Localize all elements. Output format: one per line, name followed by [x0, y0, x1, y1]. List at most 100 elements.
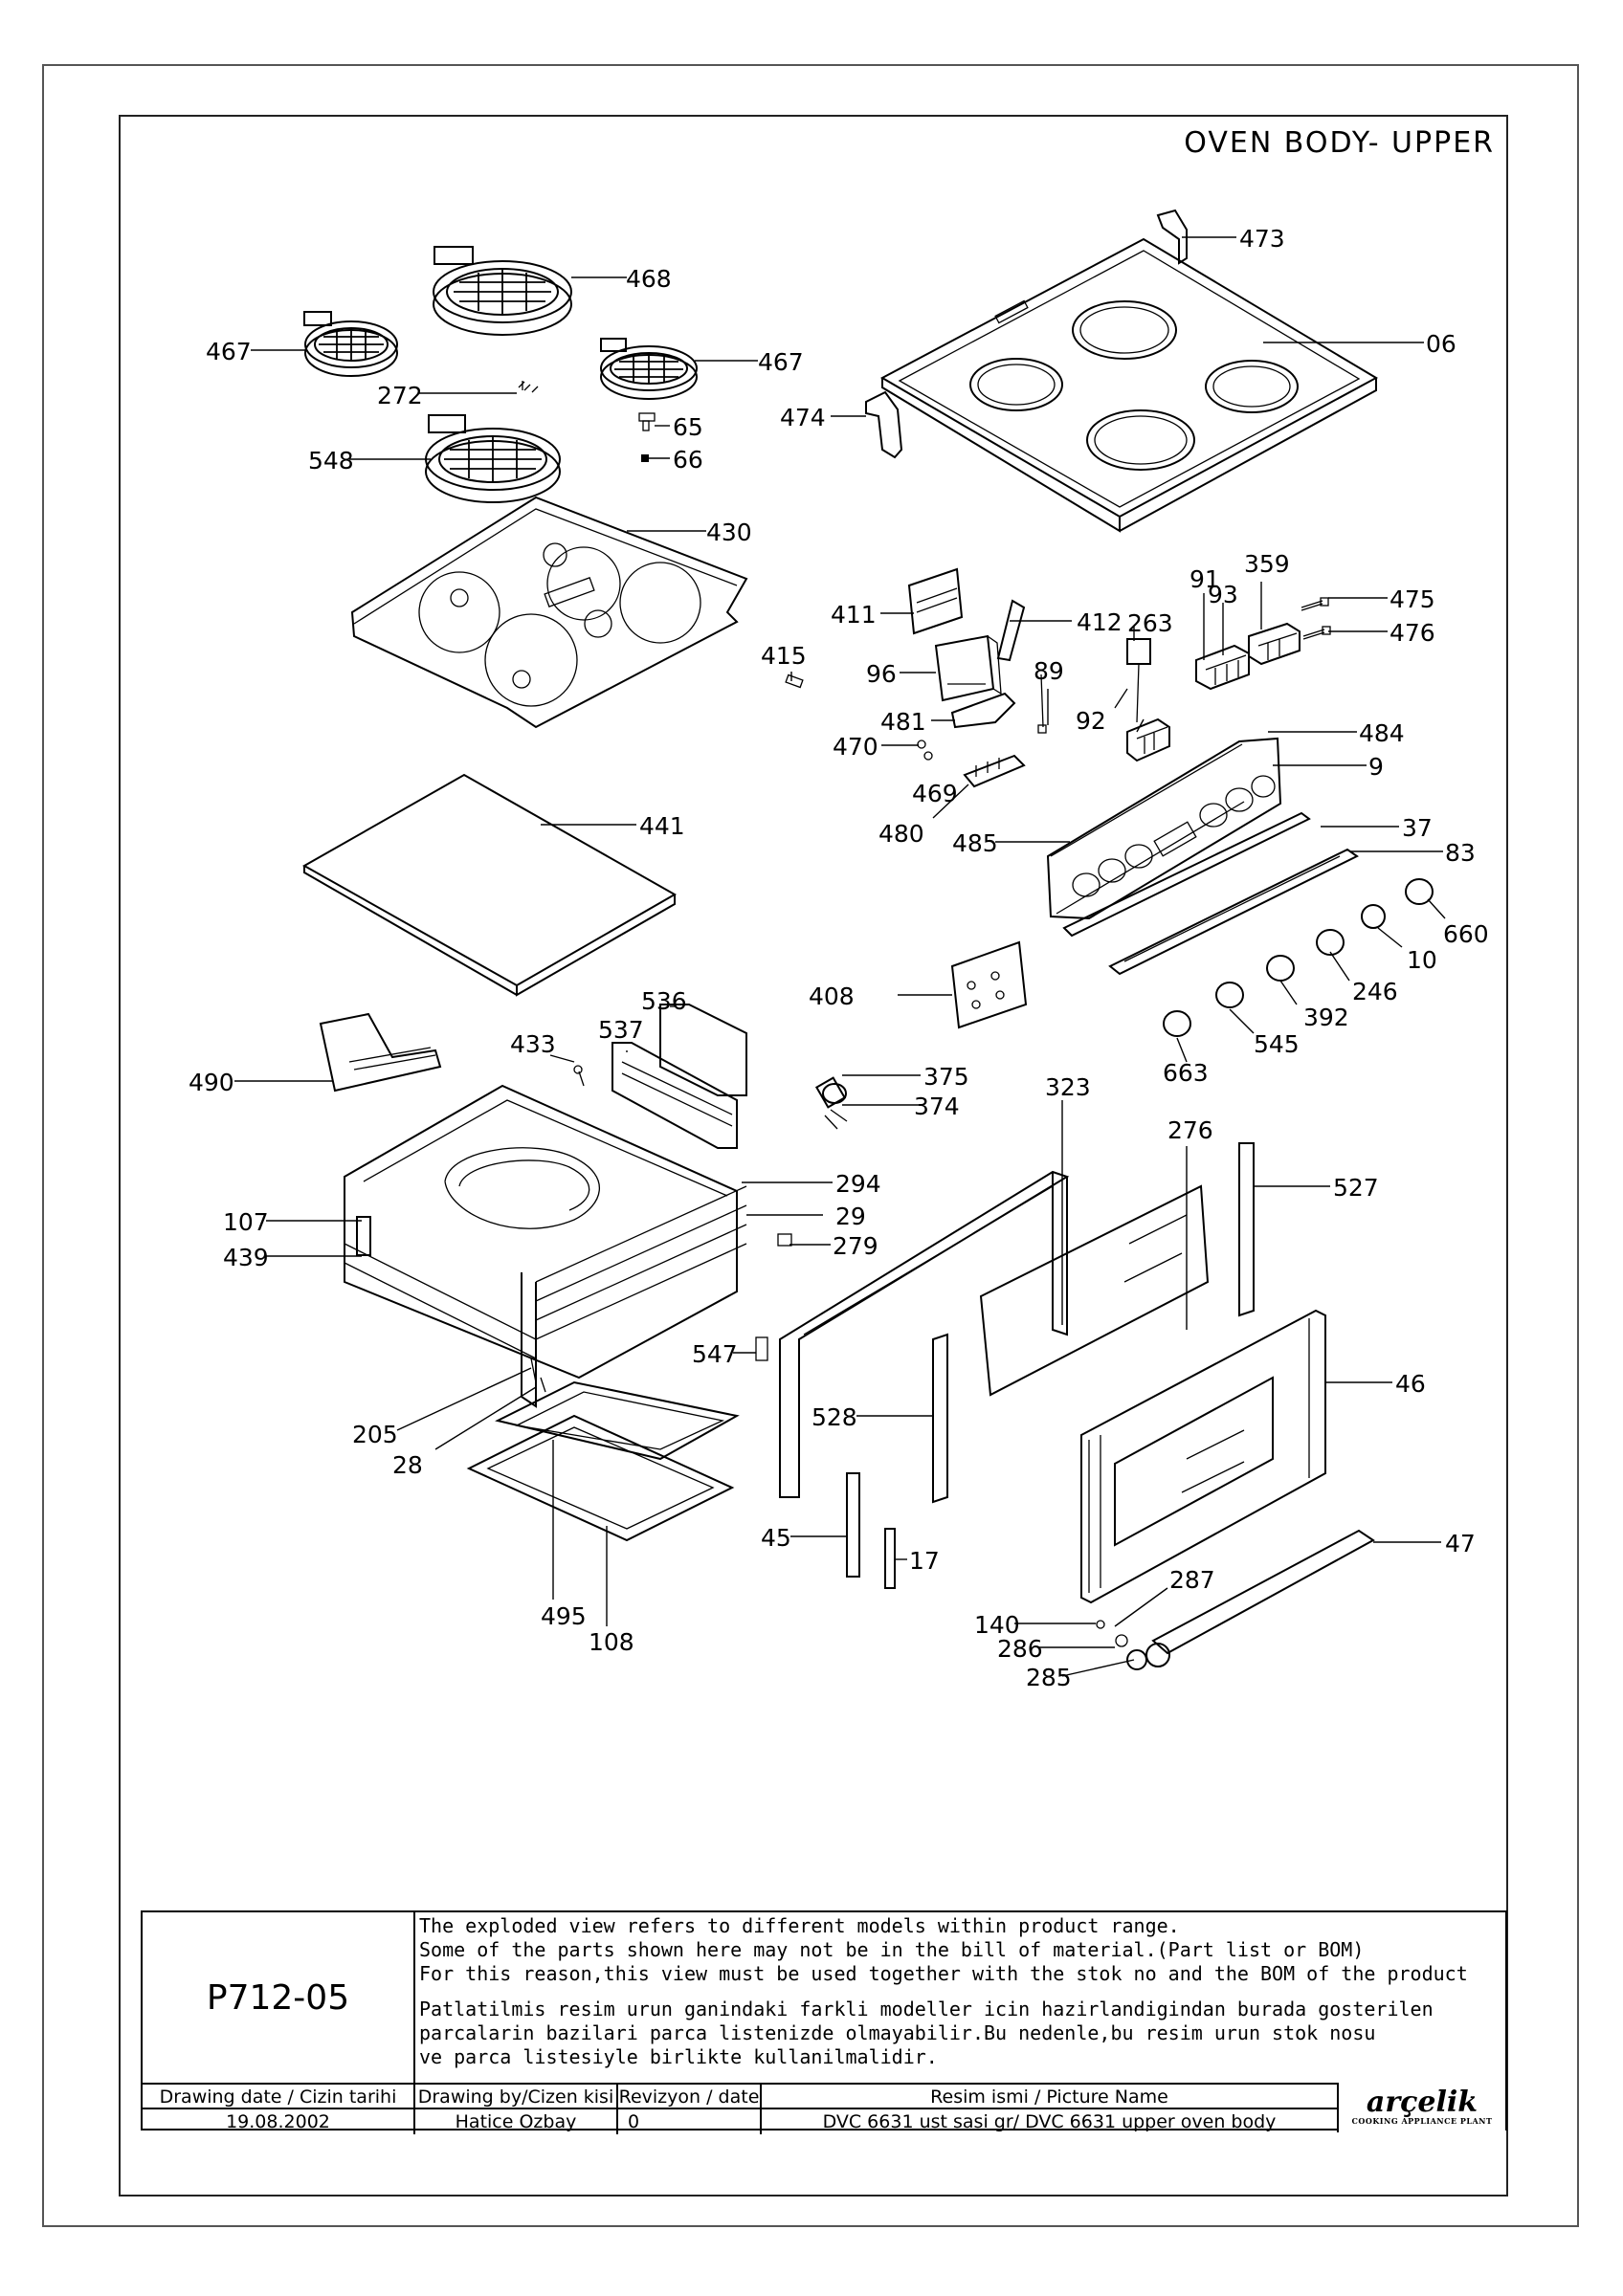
part-label: 375 [923, 1063, 969, 1091]
small-clip-415 [785, 673, 804, 689]
part-label: 10 [1407, 946, 1437, 974]
header-picture-name: Resim ismi / Picture Name [930, 2086, 1168, 2108]
hinge-bracket-528 [932, 1333, 948, 1504]
part-label: 470 [833, 733, 878, 761]
small-parts-279-547 [755, 1233, 792, 1361]
part-label: 411 [831, 601, 877, 629]
screw-433 [573, 1065, 585, 1087]
part-label: 467 [206, 338, 252, 365]
sheet-inner-border [119, 115, 1508, 2197]
part-label: 663 [1163, 1059, 1209, 1087]
part-label: 46 [1395, 1370, 1426, 1398]
part-label: 263 [1127, 609, 1173, 637]
part-label: 285 [1026, 1664, 1072, 1691]
part-label: 527 [1333, 1174, 1379, 1202]
part-label: 441 [639, 812, 685, 840]
burner-grid-467-left [303, 311, 398, 377]
burner-grid-467-right [600, 338, 698, 400]
part-label: 480 [878, 820, 924, 848]
value-drawing-date: 19.08.2002 [143, 2109, 415, 2134]
part-label: 323 [1045, 1073, 1091, 1101]
switch-359 [1248, 622, 1301, 666]
door-hinges-45-17 [846, 1472, 896, 1589]
door-frame-323 [779, 1170, 1070, 1498]
part-label: 547 [692, 1340, 738, 1368]
door-handle-47 [1096, 1529, 1375, 1670]
control-panel-9 [1046, 737, 1282, 920]
screws-475-476 [1301, 597, 1331, 640]
thermostat-263 [1114, 638, 1151, 723]
part-label: 286 [997, 1635, 1043, 1663]
part-label: 107 [223, 1208, 269, 1236]
burner-grid-468 [433, 246, 572, 336]
wire-412 [996, 599, 1026, 662]
value-picture-name: DVC 6631 ust sasi gr/ DVC 6631 upper ove… [822, 2111, 1277, 2132]
part-label: 91 [1189, 565, 1220, 593]
part-label: 475 [1390, 585, 1435, 613]
part-label: 408 [809, 982, 855, 1010]
part-label: 374 [914, 1093, 960, 1120]
part-label: 287 [1169, 1566, 1215, 1594]
ceramic-hob-top-06 [879, 237, 1379, 533]
baking-tray-108 [466, 1414, 735, 1542]
header-drawing-date: Drawing date / Cizin tarihi [143, 2085, 415, 2109]
part-label: 66 [673, 446, 703, 474]
part-label: 17 [909, 1547, 940, 1575]
note-line: parcalarin bazilari parca listenizde olm… [419, 2021, 1376, 2044]
grill-rack-495 [495, 1380, 740, 1461]
part-label: 28 [392, 1451, 423, 1479]
trim-37 [1062, 811, 1311, 938]
part-label: 481 [880, 708, 926, 736]
part-label: 412 [1077, 608, 1123, 636]
logo-name: arçelik [1366, 2086, 1478, 2119]
part-label: 45 [761, 1524, 791, 1552]
part-label: 272 [377, 382, 423, 409]
leader-lines [234, 236, 1446, 1677]
part-label: 473 [1239, 225, 1285, 253]
switch-bank-480 [963, 754, 1026, 788]
part-label: 468 [626, 265, 672, 293]
switch-plate-408 [950, 940, 1028, 1029]
part-label: 359 [1244, 550, 1290, 578]
part-label: 490 [189, 1069, 234, 1096]
oven-door-46 [1080, 1309, 1326, 1604]
part-label: 294 [835, 1170, 881, 1198]
part-label: 205 [352, 1421, 398, 1448]
part-label: 83 [1445, 839, 1476, 867]
small-parts-272-65-66 [518, 381, 656, 462]
part-label: 476 [1390, 619, 1435, 647]
part-label: 108 [589, 1628, 634, 1656]
company-logo: arçelik COOKING APPLIANCE PLANT [1337, 2083, 1505, 2132]
part-label: 469 [912, 780, 958, 807]
part-label: 9 [1368, 753, 1384, 781]
part-label: 485 [952, 829, 998, 857]
heat-shield-536-537 [611, 1004, 747, 1149]
note-line: The exploded view refers to different mo… [419, 1914, 1180, 1937]
part-label: 92 [1076, 707, 1106, 735]
part-label: 140 [974, 1611, 1020, 1639]
note-line: Patlatilmis resim urun ganindaki farkli … [419, 1998, 1434, 2020]
switch-92 [1126, 718, 1170, 762]
part-labels: 467 468 272 467 65 66 548 430 473 06 474… [189, 225, 1489, 1691]
part-label: 495 [541, 1602, 587, 1630]
part-label: 484 [1359, 719, 1405, 747]
drawing-title: OVEN BODY- UPPER [1184, 126, 1495, 160]
part-label: 430 [706, 519, 752, 546]
part-label: 528 [812, 1403, 857, 1431]
sheet-outer-border [42, 64, 1579, 2227]
hob-bracket-473 [1156, 209, 1188, 265]
part-label: 474 [780, 404, 826, 431]
part-label: 37 [1402, 814, 1433, 842]
part-label: 29 [835, 1203, 866, 1230]
logo-subtitle: COOKING APPLIANCE PLANT [1351, 2116, 1493, 2126]
part-label: 537 [598, 1016, 644, 1044]
exploded-view-note: The exploded view refers to different mo… [415, 1912, 1505, 2083]
part-label: 93 [1208, 581, 1238, 608]
part-label: 96 [866, 660, 897, 688]
part-label: 47 [1445, 1530, 1476, 1557]
part-label: 392 [1303, 1004, 1349, 1031]
side-parts-205-28 [530, 1358, 546, 1393]
hinge-bracket-527 [1238, 1142, 1255, 1317]
oven-cavity [344, 1084, 747, 1408]
